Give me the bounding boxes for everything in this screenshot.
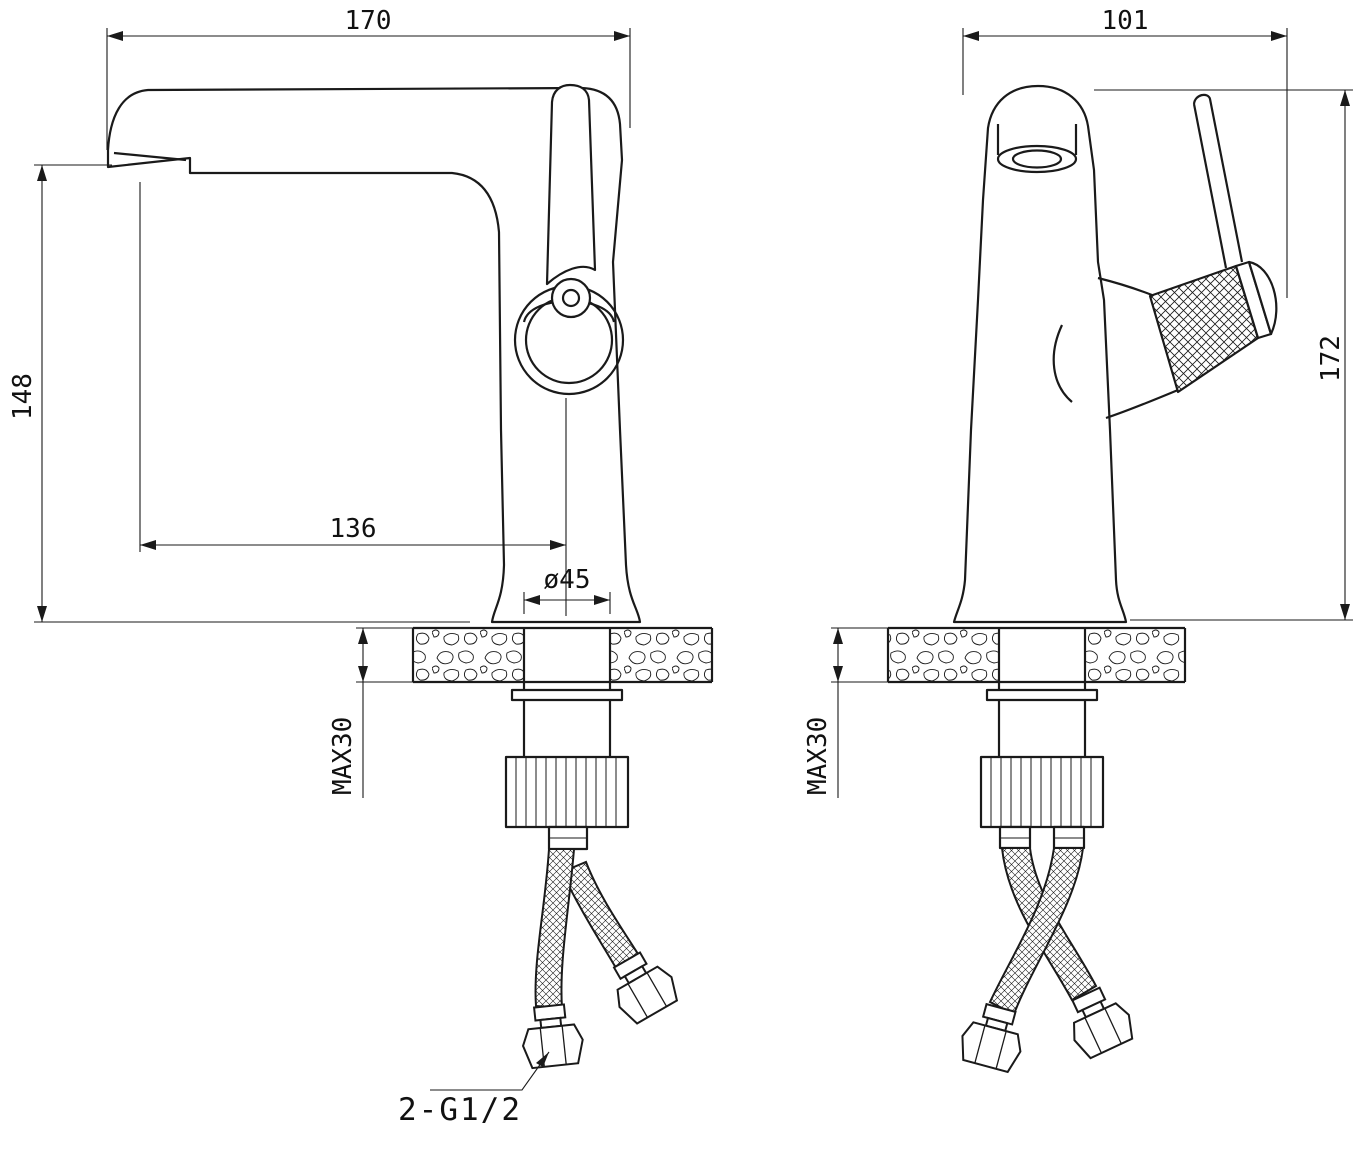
dim-label-spout-reach: 170: [345, 6, 392, 36]
dim-label-spout-offset: 136: [330, 514, 377, 544]
mounting-nut-ribs: [990, 757, 1092, 827]
mounting-shank: [997, 628, 1087, 757]
counter-edges: [886, 626, 1187, 684]
label-inlet-thread: 2-G1/2: [398, 1092, 522, 1128]
counter-hatch-right: [610, 628, 712, 682]
counter-hatch-left: [413, 628, 524, 682]
mounting-nut: [979, 755, 1105, 829]
side-view: [106, 83, 714, 1070]
dim-label-counter-max-side: MAX30: [328, 717, 358, 795]
handle-pivot-center: [561, 288, 581, 308]
faucet-body-side: [106, 86, 642, 624]
front-view: [886, 84, 1278, 1075]
spout-lip-line: [113, 151, 187, 162]
faucet-body-front: [952, 84, 1128, 624]
dimension-arrows: [37, 31, 1350, 1067]
spout-outlet-outer: [996, 144, 1078, 174]
handle-lever-rod: [1192, 93, 1244, 269]
handle-pivot-ball: [550, 277, 592, 319]
hose-fitting: [955, 999, 1031, 1075]
hose-braid: [560, 860, 640, 970]
dim-label-total-height: 172: [1316, 335, 1346, 382]
spout-cylinder-lines: [996, 124, 1078, 155]
handle-joint-lines: [1052, 276, 1179, 420]
handle-lever-side: [545, 83, 597, 286]
supply-hose-right: [560, 860, 684, 1028]
knurled-texture: [1150, 266, 1258, 392]
dimensions: 170 101 148 136 ø45 MAX30 172 MAX30 2-G1…: [8, 6, 1353, 1128]
counter-hatch-right: [1085, 628, 1185, 682]
mounting-nut-ribs: [515, 757, 617, 827]
hose-braid: [534, 848, 576, 1010]
hose-fitting: [518, 1001, 587, 1070]
supply-hose-front: [955, 847, 1085, 1075]
extension-lines: [34, 28, 1353, 683]
mounting-shank: [522, 628, 612, 757]
shank-washer: [985, 688, 1099, 702]
counter-hatch-left: [888, 628, 999, 682]
counter-edges: [411, 626, 714, 684]
dimension-lines: [41, 35, 1346, 1091]
dim-label-counter-max-front: MAX30: [803, 717, 833, 795]
shank-washer: [510, 688, 624, 702]
mounting-nut: [504, 755, 630, 829]
supply-hose-left: [518, 848, 587, 1070]
dim-label-base-diameter: ø45: [544, 565, 591, 595]
dim-label-front-width: 101: [1102, 6, 1149, 36]
dim-label-spout-height: 148: [8, 373, 38, 420]
grip-end-cap: [1247, 260, 1278, 336]
spout-outlet-inner: [1011, 149, 1063, 169]
